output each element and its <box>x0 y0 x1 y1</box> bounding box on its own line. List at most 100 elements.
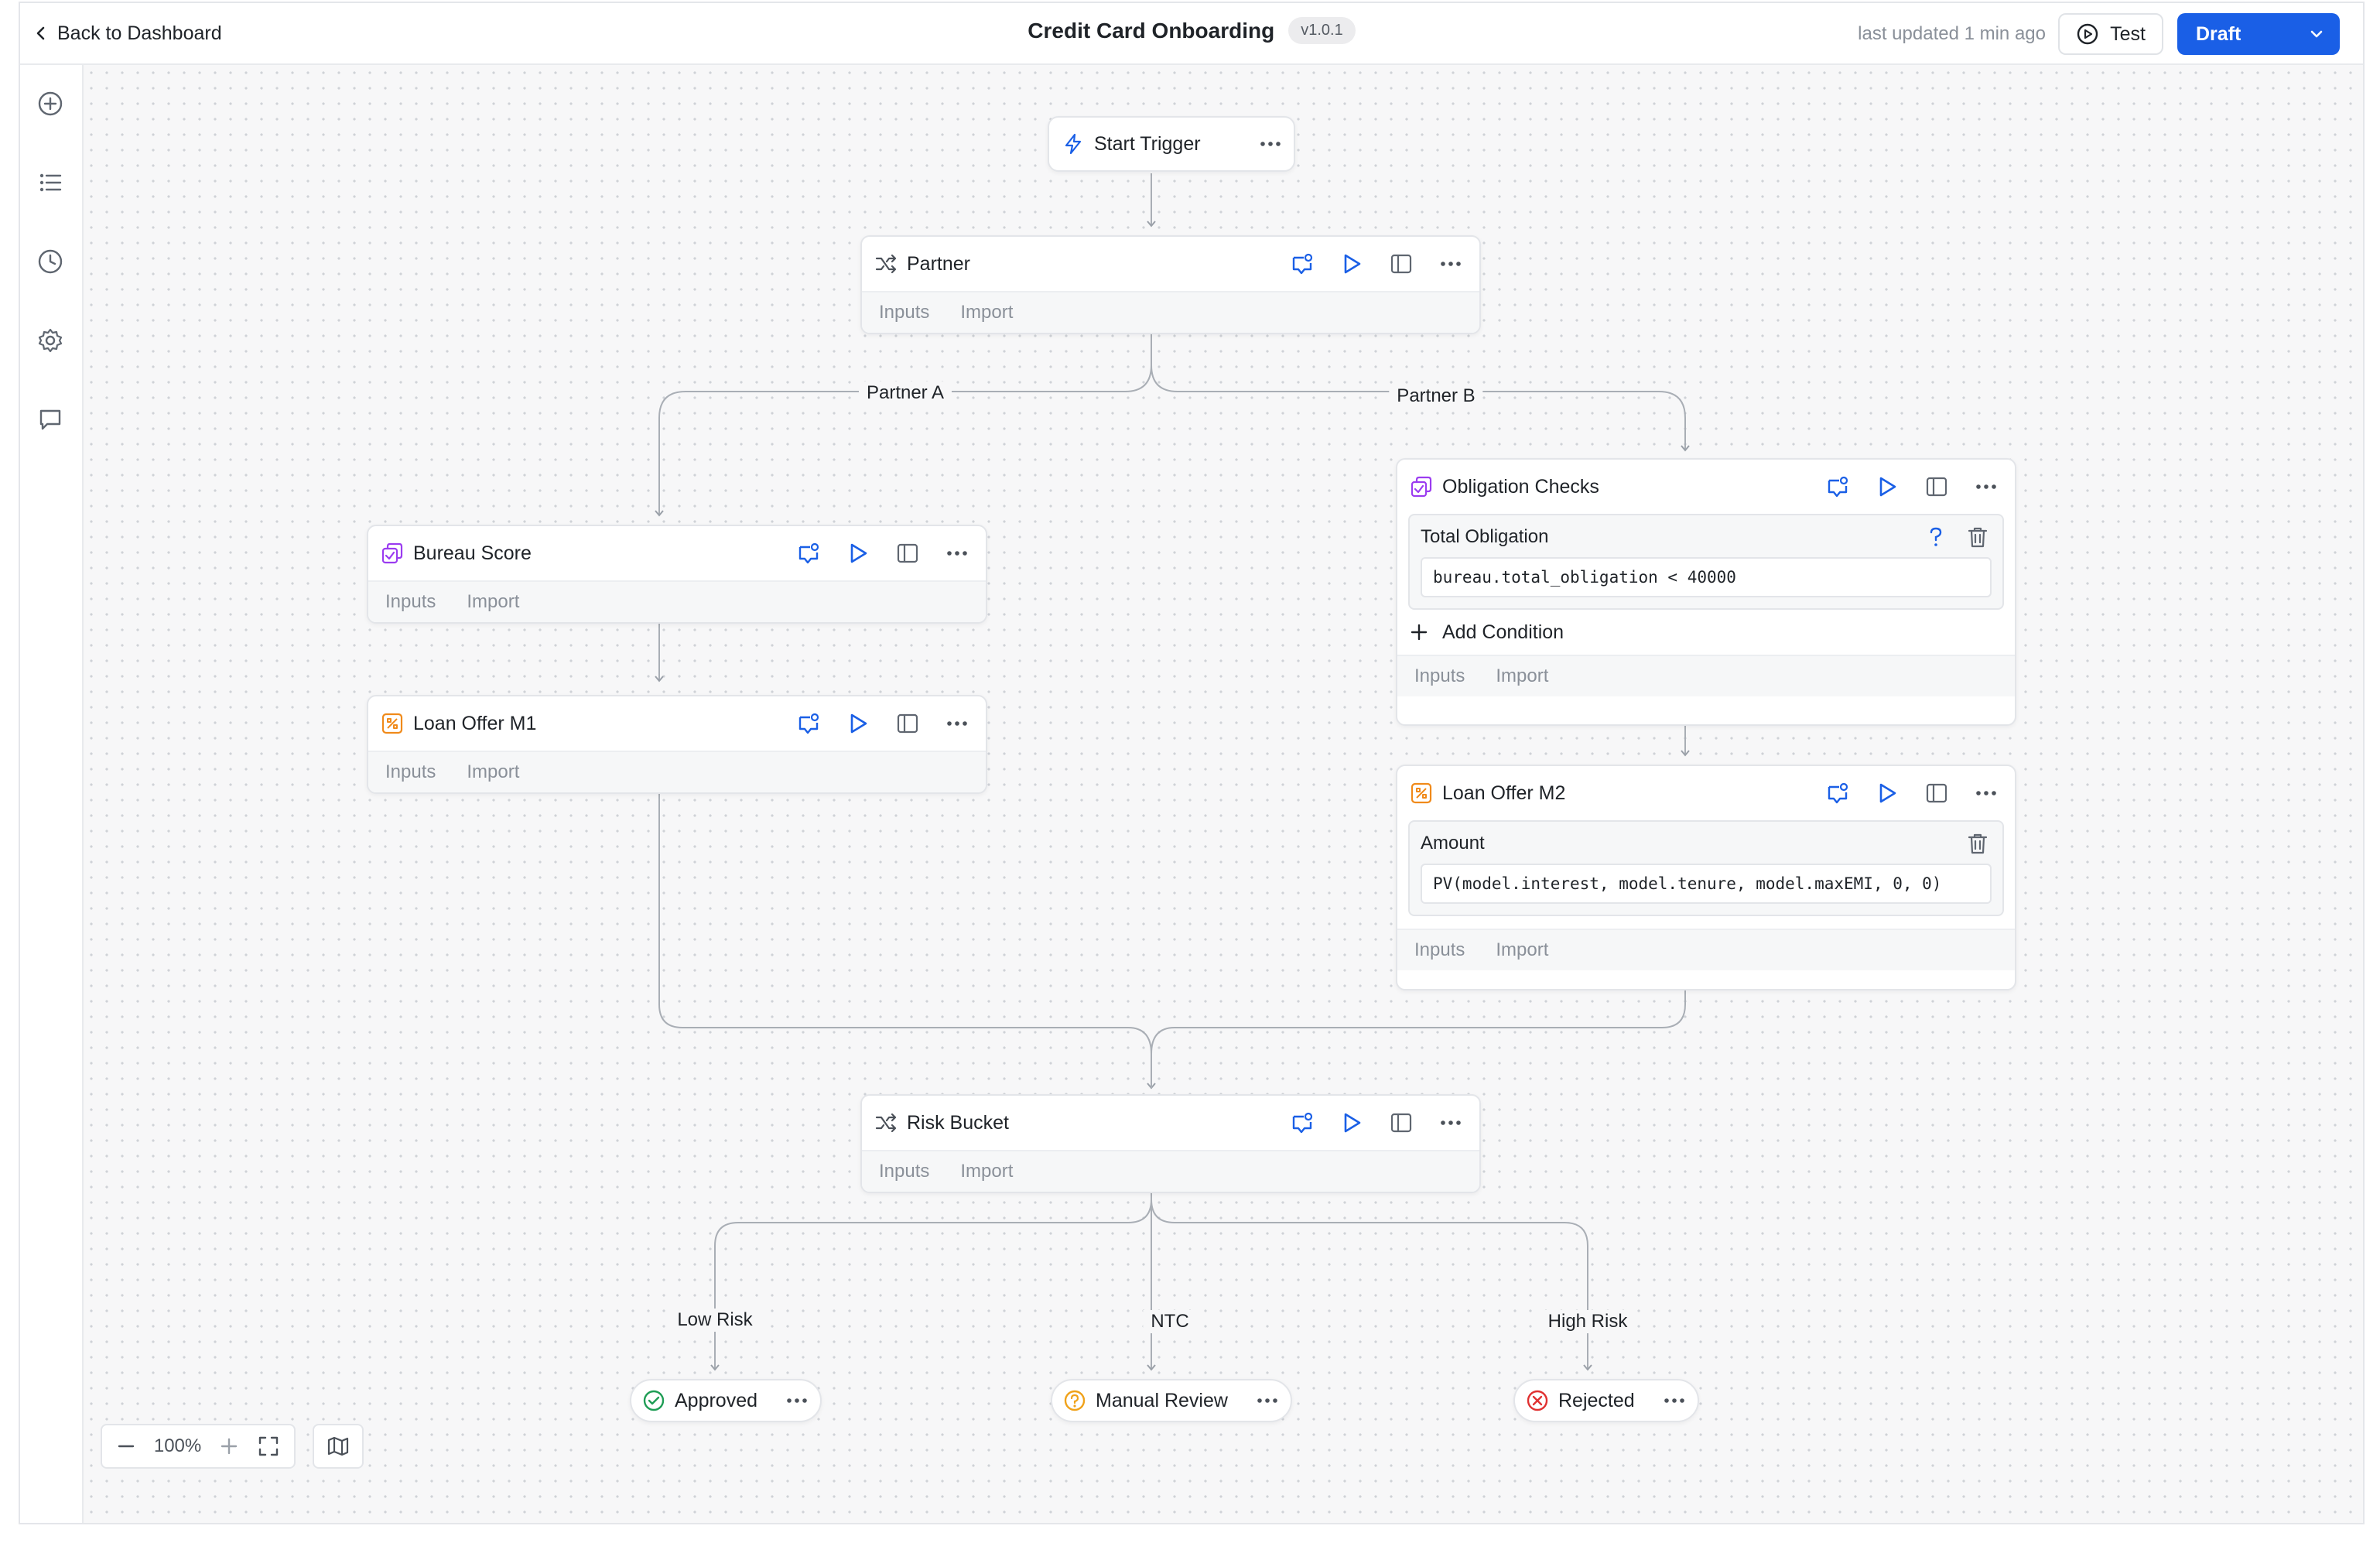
node-rejected[interactable]: Rejected <box>1513 1379 1699 1422</box>
panel-button[interactable] <box>1385 1107 1417 1139</box>
zoom-in-button[interactable] <box>219 1436 239 1456</box>
node-footer: Inputs Import <box>862 1151 1479 1192</box>
more-options-button[interactable] <box>1970 470 2002 503</box>
add-condition-button[interactable]: Add Condition <box>1397 610 2015 655</box>
settings-button[interactable] <box>35 325 66 356</box>
bolt-icon <box>1065 133 1082 155</box>
plus-icon <box>221 1438 238 1455</box>
node-start-trigger[interactable]: Start Trigger <box>1048 116 1295 172</box>
play-icon <box>1879 477 1896 497</box>
run-button[interactable] <box>1871 470 1903 503</box>
inputs-tab[interactable]: Inputs <box>1414 665 1465 686</box>
more-options-button[interactable] <box>1257 1398 1278 1404</box>
model-icon <box>1411 782 1432 804</box>
panel-button[interactable] <box>891 537 924 570</box>
run-button[interactable] <box>1335 1107 1368 1139</box>
shuffle-icon <box>875 1113 897 1133</box>
node-header: Loan Offer M2 <box>1397 766 2015 820</box>
node-approved[interactable]: Approved <box>630 1379 822 1422</box>
delete-condition-button[interactable] <box>1964 523 1992 551</box>
map-icon <box>327 1436 349 1456</box>
delete-field-button[interactable] <box>1964 830 1992 857</box>
field-expression-input[interactable]: PV(model.interest, model.tenure, model.m… <box>1421 864 1992 904</box>
field-label: Amount <box>1421 833 1485 854</box>
run-button[interactable] <box>842 707 874 740</box>
comment-dot-icon <box>1828 782 1848 804</box>
comment-button[interactable] <box>792 707 825 740</box>
play-circle-icon <box>2077 23 2098 45</box>
help-button[interactable] <box>1922 523 1950 551</box>
comment-button[interactable] <box>1286 1107 1318 1139</box>
minimap-toggle-button[interactable] <box>313 1424 364 1469</box>
node-footer: Inputs Import <box>368 752 986 792</box>
node-footer: Inputs Import <box>1397 929 2015 970</box>
node-header: Partner <box>862 237 1479 292</box>
run-button[interactable] <box>842 537 874 570</box>
play-icon <box>1344 254 1361 274</box>
inputs-tab[interactable]: Inputs <box>385 761 436 782</box>
ellipsis-icon <box>947 551 967 556</box>
comments-button[interactable] <box>35 404 66 435</box>
last-updated-text: last updated 1 min ago <box>1858 23 2046 44</box>
panel-button[interactable] <box>1385 248 1417 280</box>
more-options-button[interactable] <box>1970 777 2002 809</box>
add-node-button[interactable] <box>35 88 66 119</box>
comment-button[interactable] <box>1821 470 1854 503</box>
run-button[interactable] <box>1335 248 1368 280</box>
inputs-tab[interactable]: Inputs <box>879 302 930 323</box>
node-title: Loan Offer M1 <box>413 712 537 734</box>
x-circle-icon <box>1527 1390 1548 1411</box>
inputs-tab[interactable]: Inputs <box>1414 939 1465 960</box>
node-obligation-checks[interactable]: Obligation Checks Total Obligation burea… <box>1396 458 2016 726</box>
node-loan-offer-m1[interactable]: Loan Offer M1 Inputs Import <box>367 695 987 794</box>
more-options-button[interactable] <box>1434 248 1467 280</box>
draft-label: Draft <box>2196 22 2242 45</box>
comment-button[interactable] <box>1286 248 1318 280</box>
zoom-out-button[interactable] <box>116 1436 136 1456</box>
import-tab[interactable]: Import <box>960 302 1014 323</box>
list-view-button[interactable] <box>35 167 66 198</box>
import-tab[interactable]: Import <box>960 1161 1014 1182</box>
more-options-button[interactable] <box>786 1398 808 1404</box>
panel-button[interactable] <box>891 707 924 740</box>
node-risk-bucket[interactable]: Risk Bucket Inputs Import <box>860 1094 1481 1193</box>
sidebar-panel-icon <box>897 713 918 734</box>
node-loan-offer-m2[interactable]: Loan Offer M2 Amount PV(model.interest, … <box>1396 765 2016 990</box>
inputs-tab[interactable]: Inputs <box>385 591 436 612</box>
import-tab[interactable]: Import <box>467 591 520 612</box>
node-bureau-score[interactable]: Bureau Score Inputs Import <box>367 525 987 624</box>
back-to-dashboard-link[interactable]: Back to Dashboard <box>36 20 222 46</box>
more-options-button[interactable] <box>1434 1107 1467 1139</box>
panel-button[interactable] <box>1920 777 1953 809</box>
question-mark-icon <box>1930 527 1942 546</box>
expand-icon <box>258 1436 279 1456</box>
import-tab[interactable]: Import <box>1496 665 1549 686</box>
node-manual-review[interactable]: Manual Review <box>1051 1379 1292 1422</box>
comment-button[interactable] <box>1821 777 1854 809</box>
inputs-tab[interactable]: Inputs <box>879 1161 930 1182</box>
play-icon <box>1879 783 1896 803</box>
more-options-button[interactable] <box>941 707 973 740</box>
more-options-button[interactable] <box>1260 141 1281 147</box>
import-tab[interactable]: Import <box>1496 939 1549 960</box>
flow-canvas[interactable]: Partner A Partner B Low Risk NTC High Ri… <box>84 65 2363 1523</box>
import-tab[interactable]: Import <box>467 761 520 782</box>
panel-button[interactable] <box>1920 470 1953 503</box>
run-button[interactable] <box>1871 777 1903 809</box>
test-button[interactable]: Test <box>2058 13 2163 55</box>
play-icon <box>1344 1113 1361 1133</box>
sidebar-panel-icon <box>897 543 918 563</box>
more-options-button[interactable] <box>1664 1398 1685 1404</box>
sidebar-panel-icon <box>1390 254 1412 274</box>
fit-view-button[interactable] <box>257 1435 280 1458</box>
condition-expression-input[interactable]: bureau.total_obligation < 40000 <box>1421 557 1992 597</box>
node-partner[interactable]: Partner Inputs Import <box>860 235 1481 334</box>
draft-dropdown-button[interactable]: Draft <box>2177 13 2340 55</box>
more-options-button[interactable] <box>941 537 973 570</box>
comment-dot-icon <box>798 542 819 564</box>
back-label: Back to Dashboard <box>57 22 222 44</box>
chevron-down-icon <box>2310 30 2323 38</box>
comment-button[interactable] <box>792 537 825 570</box>
node-footer: Inputs Import <box>368 582 986 622</box>
history-button[interactable] <box>35 246 66 277</box>
